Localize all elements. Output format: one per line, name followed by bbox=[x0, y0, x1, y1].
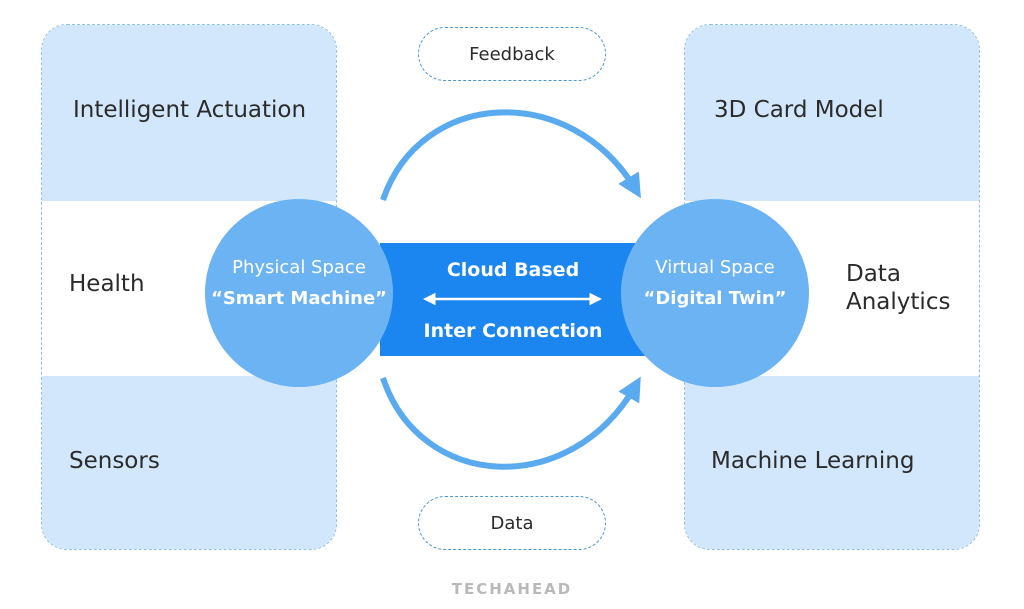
virtual-space-title: Virtual Space bbox=[655, 257, 775, 278]
feedback-pill: Feedback bbox=[418, 27, 606, 81]
feedback-label: Feedback bbox=[469, 43, 555, 65]
health-label: Health bbox=[69, 271, 145, 297]
physical-space-circle: Physical Space “Smart Machine” bbox=[205, 199, 393, 387]
panel-band-bottom bbox=[42, 376, 336, 549]
panel-band-top bbox=[685, 25, 979, 201]
panel-band-top bbox=[42, 25, 336, 201]
data-label: Data bbox=[490, 512, 534, 534]
physical-space-title: Physical Space bbox=[232, 257, 366, 278]
digital-twin-label: “Digital Twin” bbox=[643, 288, 787, 309]
machine-learning-label: Machine Learning bbox=[711, 448, 915, 474]
data-analytics-label-line1: Data bbox=[846, 261, 901, 287]
virtual-space-circle: Virtual Space “Digital Twin” bbox=[621, 199, 809, 387]
cloud-based-label: Cloud Based bbox=[446, 259, 580, 281]
sensors-label: Sensors bbox=[69, 448, 160, 474]
physical-side-panel bbox=[41, 24, 337, 550]
techahead-logo: TECHAHEAD bbox=[451, 580, 573, 598]
intelligent-actuation-label: Intelligent Actuation bbox=[73, 97, 307, 123]
data-pill: Data bbox=[418, 496, 606, 550]
feedback-arrow bbox=[380, 109, 641, 201]
panel-band-bottom bbox=[685, 376, 979, 549]
data-arrow bbox=[380, 376, 641, 470]
3d-card-model-label: 3D Card Model bbox=[714, 97, 884, 123]
inter-connection-label: Inter Connection bbox=[423, 320, 603, 342]
data-analytics-label-line2: Analytics bbox=[846, 289, 951, 315]
smart-machine-label: “Smart Machine” bbox=[210, 288, 387, 309]
